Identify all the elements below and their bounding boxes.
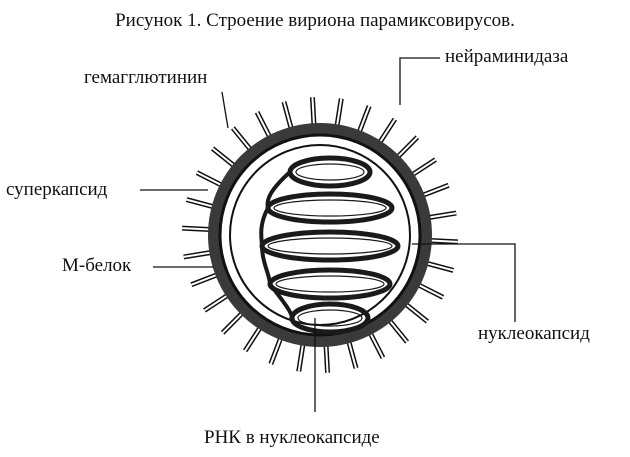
- spike-core: [415, 282, 444, 299]
- spike-core: [427, 239, 458, 243]
- spike-core: [256, 111, 272, 140]
- helix-coil-inner: [297, 309, 363, 327]
- label-rna-in-nucleocapsid: РНК в нуклеокапсиде: [204, 427, 380, 448]
- spike-core: [203, 293, 231, 312]
- spike-core: [395, 136, 419, 160]
- spike-core: [183, 251, 214, 258]
- helix-coil-inner: [273, 199, 387, 217]
- spike-core: [335, 98, 343, 129]
- helix-strand: [259, 170, 294, 319]
- leader-lines: [140, 57, 516, 412]
- spike-core: [409, 158, 437, 177]
- spike-core: [347, 338, 357, 369]
- spike-core: [420, 184, 450, 197]
- spike-core: [324, 342, 329, 373]
- helix-coil-inner: [295, 163, 365, 181]
- surface-spikes: [182, 97, 458, 373]
- leader-neuraminidase: [399, 57, 440, 105]
- spike-core: [182, 227, 213, 231]
- spike-core: [283, 101, 293, 132]
- spike-core: [424, 261, 454, 272]
- spike-core: [244, 325, 263, 352]
- helix-coil-inner: [275, 275, 385, 293]
- label-m-protein: М-белок: [62, 255, 132, 276]
- label-neuraminidase: нейраминидаза: [445, 46, 569, 67]
- leader-hemagglutinin: [221, 91, 229, 129]
- spike-core: [269, 335, 283, 365]
- helix-coil-inner: [267, 237, 393, 255]
- nucleocapsid-helix: [259, 155, 401, 335]
- spike-core: [232, 127, 253, 152]
- label-hemagglutinin: гемагглютинин: [84, 67, 208, 88]
- spike-core: [196, 171, 225, 188]
- spike-core: [221, 310, 245, 334]
- spike-core: [211, 147, 237, 169]
- spike-core: [297, 341, 305, 372]
- label-supercapsid: суперкапсид: [6, 179, 108, 200]
- label-nucleocapsid: нуклеокапсид: [478, 323, 590, 344]
- spike-core: [186, 198, 216, 209]
- spike-core: [377, 118, 396, 145]
- spike-core: [368, 330, 384, 359]
- spike-core: [190, 273, 220, 286]
- leader-nucleocapsid: [412, 243, 516, 322]
- spike-core: [357, 105, 371, 135]
- spike-core: [387, 318, 408, 343]
- spike-core: [403, 301, 429, 323]
- spike-core: [426, 212, 457, 219]
- figure-title: Рисунок 1. Строение вириона парамиксовир…: [115, 10, 515, 31]
- spike-core: [311, 97, 316, 128]
